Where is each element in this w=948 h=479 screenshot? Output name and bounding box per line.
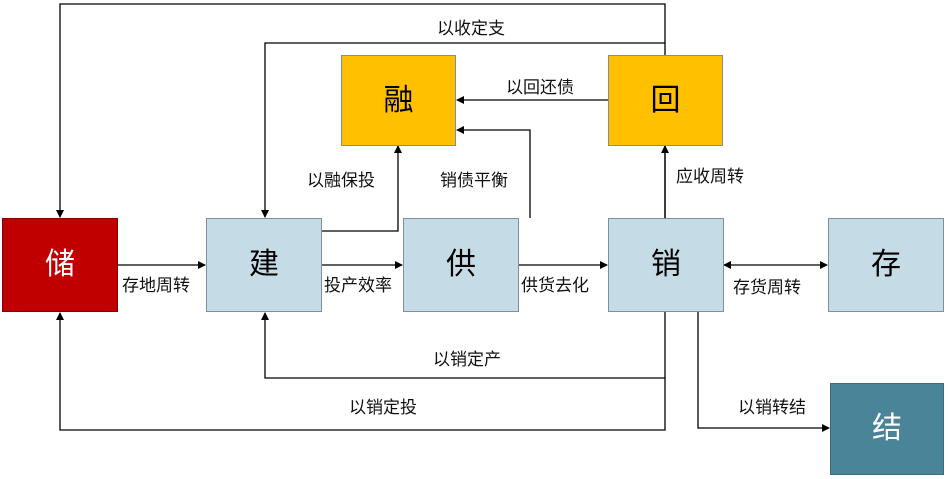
node-xiao-label: 销 [651,247,681,282]
edge-yi-xiao-ding-chan [261,311,666,379]
node-jian: 建 [206,218,322,312]
edge-jian-rong [322,145,402,232]
edge-yi-shou-ding-zhi-jian [261,42,665,218]
label-yi-shou-ding-zhi: 以收定支 [437,19,505,39]
node-xiao: 销 [608,218,724,312]
label-yi-hui-huan-zhai: 以回还债 [506,78,574,98]
node-cun: 存 [828,218,944,312]
node-gong: 供 [403,218,519,312]
node-jie-label: 结 [872,411,902,446]
label-cun-huo-zhou-zhuan: 存货周转 [733,278,801,298]
edge-xiao-rong [456,126,531,218]
node-jian-label: 建 [249,247,279,282]
label-yi-xiao-ding-chan: 以销定产 [433,350,501,370]
label-gong-huo-qu-hua: 供货去化 [521,276,589,296]
edge-yi-xiao-zhuan-jie [697,311,830,432]
node-hui: 回 [608,55,723,146]
label-ying-shou-zhou-zhuan: 应收周转 [676,167,744,187]
label-yi-rong-bao-tou: 以融保投 [307,171,375,191]
node-rong-label: 融 [383,82,414,118]
node-chu: 储 [2,218,118,312]
node-hui-label: 回 [650,82,681,118]
label-tou-chan-xiao-lv: 投产效率 [324,276,392,296]
node-jie: 结 [830,383,944,475]
edge-yi-xiao-ding-tou [56,312,666,431]
label-yi-xiao-ding-tou: 以销定投 [349,398,417,418]
node-rong: 融 [341,55,456,146]
node-cun-label: 存 [871,247,901,282]
label-xiao-zhai-ping-heng: 销债平衡 [440,171,508,191]
label-cun-di-zhou-zhuan: 存地周转 [122,276,190,296]
node-chu-label: 储 [45,247,75,282]
node-gong-label: 供 [446,247,476,282]
label-yi-xiao-zhuan-jie: 以销转结 [738,398,806,418]
